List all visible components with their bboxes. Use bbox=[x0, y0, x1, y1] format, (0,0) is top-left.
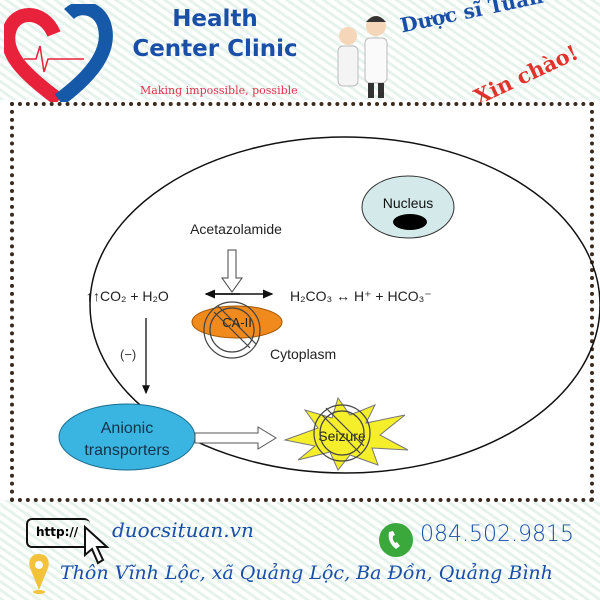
phone-icon bbox=[379, 523, 413, 557]
phone-number[interactable]: 084.502.9815 bbox=[420, 522, 574, 547]
location-pin-icon bbox=[29, 554, 49, 594]
pine-decoration-bottom bbox=[0, 500, 600, 600]
inhibition-label: (−) bbox=[120, 347, 136, 362]
tagline: Making impossible, possible bbox=[140, 84, 298, 97]
brand-title: Health Center Clinic bbox=[132, 6, 298, 62]
doctors-illustration-icon bbox=[337, 16, 388, 98]
nucleus bbox=[361, 175, 455, 239]
hollow-right-arrow bbox=[194, 426, 277, 450]
prohibition-icon bbox=[313, 404, 371, 462]
url-badge-text: http:// bbox=[36, 525, 79, 539]
nucleus-label: Nucleus bbox=[383, 195, 434, 211]
inhibit-arrow bbox=[221, 249, 243, 293]
product-label: H₂CO₃ ↔ H⁺ + HCO₃⁻ bbox=[290, 288, 432, 304]
nucleolus bbox=[393, 214, 427, 230]
seizure-label: Seizure bbox=[318, 428, 366, 444]
url-badge: http:// bbox=[26, 518, 90, 548]
prohibition-icon bbox=[203, 301, 261, 359]
cursor-icon bbox=[84, 525, 110, 565]
heart-logo-icon bbox=[4, 4, 113, 104]
reactant-label: ↑↑CO₂ + H₂O bbox=[86, 288, 169, 304]
drug-label: Acetazolamide bbox=[190, 221, 282, 237]
cytoplasm-label: Cytoplasm bbox=[270, 346, 336, 362]
website-link[interactable]: duocsituan.vn bbox=[112, 518, 254, 542]
cell-membrane bbox=[89, 136, 600, 474]
transporters-label-1: Anionic bbox=[101, 420, 153, 437]
address: Thôn Vĩnh Lộc, xã Quảng Lộc, Ba Đồn, Quả… bbox=[60, 562, 553, 584]
enzyme-label: CA-II bbox=[222, 315, 252, 330]
transporters-label-2: transporters bbox=[84, 442, 169, 459]
anionic-transporters bbox=[58, 403, 196, 471]
